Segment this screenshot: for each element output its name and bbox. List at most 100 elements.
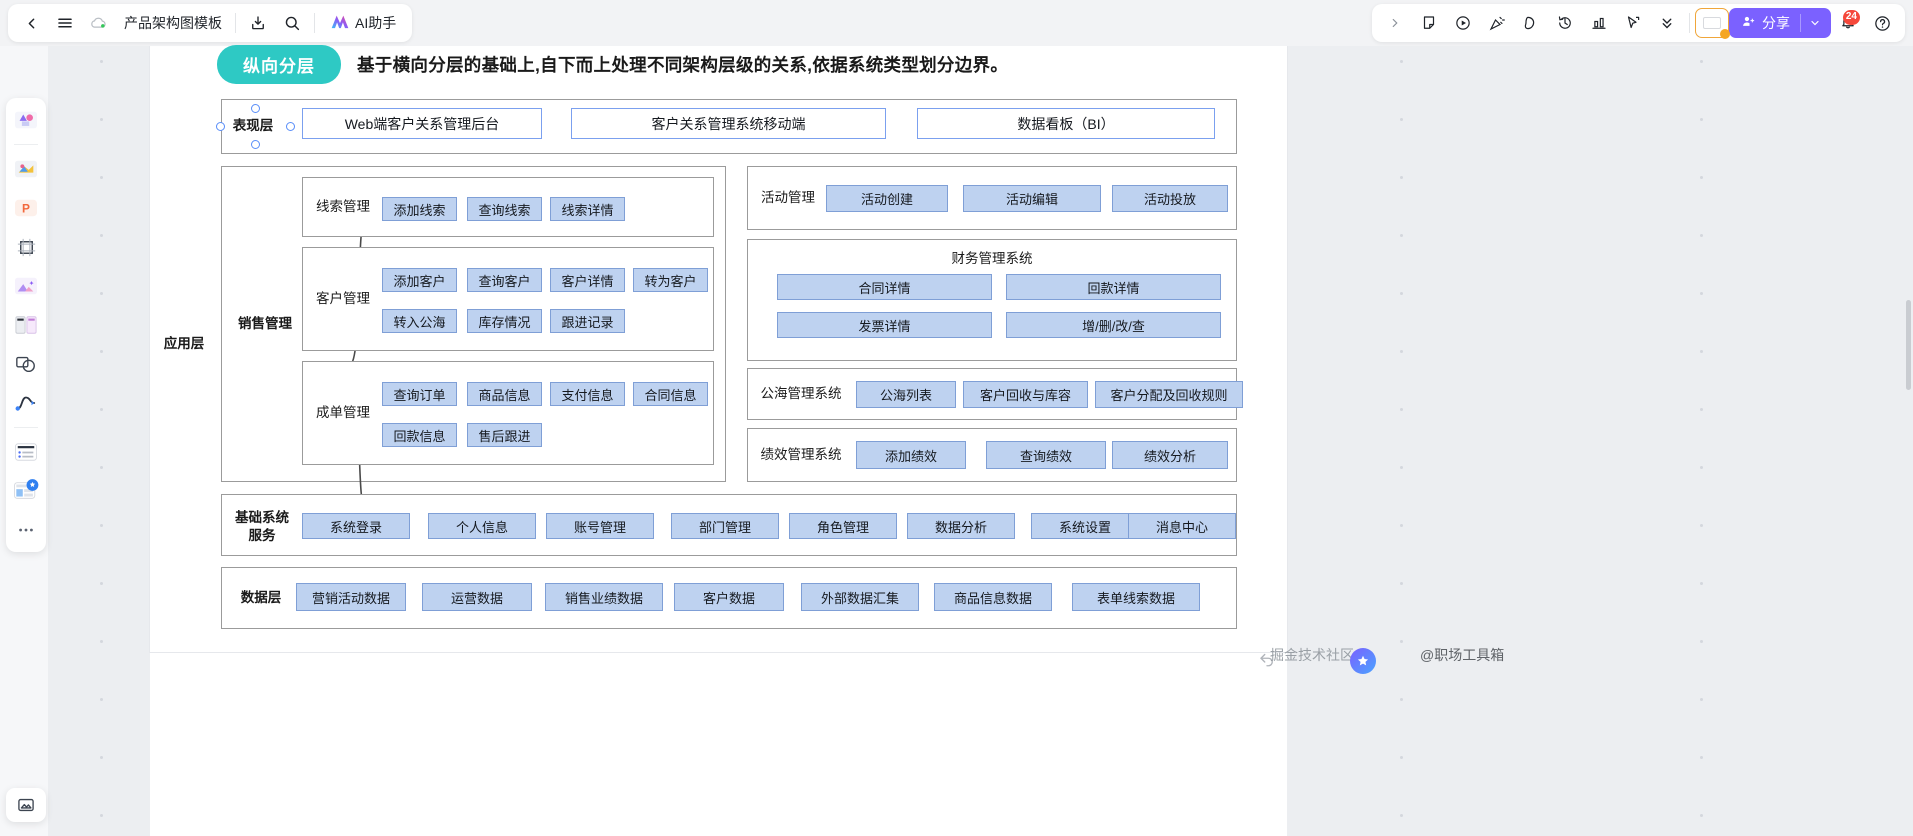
cursor-select-icon[interactable] <box>1616 6 1650 40</box>
undo-icon[interactable] <box>1258 650 1276 673</box>
curve-pen-icon[interactable] <box>11 388 41 418</box>
performance-chip-0[interactable]: 添加绩效 <box>856 441 966 469</box>
back-icon[interactable] <box>14 6 48 40</box>
avatar[interactable] <box>1695 6 1730 40</box>
customer-chip-2[interactable]: 客户详情 <box>550 268 625 292</box>
finance-chip-0[interactable]: 合同详情 <box>777 274 992 300</box>
chevron-down-icon[interactable] <box>1800 14 1821 32</box>
order-chip-2[interactable]: 支付信息 <box>550 382 625 406</box>
customer-chip-6[interactable]: 跟进记录 <box>550 309 625 333</box>
public-sea-chip-2[interactable]: 客户分配及回收规则 <box>1095 381 1243 408</box>
canvas-dot <box>100 60 103 63</box>
order-chip-5[interactable]: 售后跟进 <box>467 423 542 447</box>
data-layer-chip-2[interactable]: 销售业绩数据 <box>545 583 663 611</box>
list-icon[interactable] <box>11 437 41 467</box>
base-service-chip-4[interactable]: 角色管理 <box>789 513 897 539</box>
shapes-library-icon[interactable] <box>11 105 41 135</box>
download-icon[interactable] <box>241 6 275 40</box>
customer-chip-1[interactable]: 查询客户 <box>467 268 542 292</box>
activity-chip-1[interactable]: 活动编辑 <box>963 185 1101 212</box>
expand-chevron-icon[interactable] <box>1378 6 1412 40</box>
application-layer-label: 应用层 <box>163 335 205 351</box>
more-options-icon[interactable] <box>11 515 41 545</box>
data-layer-chip-0[interactable]: 营销活动数据 <box>296 583 406 611</box>
finance-chip-1[interactable]: 回款详情 <box>1006 274 1221 300</box>
base-service-chip-3[interactable]: 部门管理 <box>671 513 779 539</box>
layout-icon[interactable] <box>11 310 41 340</box>
public-sea-chip-1[interactable]: 客户回收与库容 <box>963 381 1088 408</box>
finance-chip-2[interactable]: 发票详情 <box>777 312 992 338</box>
menu-icon[interactable] <box>48 6 82 40</box>
public-sea-chip-0[interactable]: 公海列表 <box>856 381 956 408</box>
shape-combine-icon[interactable] <box>11 349 41 379</box>
canvas-gray-area-left <box>48 46 150 836</box>
canvas-dot <box>100 118 103 121</box>
toolbar-right-group: 分享 24 <box>1372 4 1905 42</box>
canvas-dot <box>100 698 103 701</box>
base-service-chip-7[interactable]: 消息中心 <box>1128 513 1236 539</box>
chart-icon[interactable] <box>1582 6 1616 40</box>
comment-icon[interactable] <box>1514 6 1548 40</box>
presentation-anchor-left <box>216 122 225 131</box>
performance-chip-1[interactable]: 查询绩效 <box>986 441 1106 469</box>
frame-icon[interactable] <box>11 232 41 262</box>
canvas-dot <box>100 350 103 353</box>
activity-chip-2[interactable]: 活动投放 <box>1112 185 1228 212</box>
ai-assistant-label: AI助手 <box>355 15 397 31</box>
search-icon[interactable] <box>275 6 309 40</box>
order-chip-4[interactable]: 回款信息 <box>382 423 457 447</box>
base-service-chip-5[interactable]: 数据分析 <box>907 513 1015 539</box>
data-layer-chip-1[interactable]: 运营数据 <box>422 583 532 611</box>
customer-chip-3[interactable]: 转为客户 <box>633 268 708 292</box>
order-chip-0[interactable]: 查询订单 <box>382 382 457 406</box>
svg-text:P: P <box>22 202 30 216</box>
finance-system-title: 财务管理系统 <box>951 251 1033 266</box>
order-management-box[interactable] <box>302 361 714 465</box>
order-chip-3[interactable]: 合同信息 <box>633 382 708 406</box>
base-service-chip-0[interactable]: 系统登录 <box>302 513 410 539</box>
base-service-chip-6[interactable]: 系统设置 <box>1031 513 1139 539</box>
document-title[interactable]: 产品架构图模板 <box>124 15 222 31</box>
order-chip-1[interactable]: 商品信息 <box>467 382 542 406</box>
ppt-export-icon[interactable]: P <box>11 193 41 223</box>
notifications-button[interactable]: 24 <box>1831 6 1865 40</box>
activity-chip-0[interactable]: 活动创建 <box>826 185 948 212</box>
presentation-item-1[interactable]: 客户关系管理系统移动端 <box>571 108 886 139</box>
canvas-dot <box>100 234 103 237</box>
play-circle-icon[interactable] <box>1446 6 1480 40</box>
templates-icon[interactable] <box>11 154 41 184</box>
canvas-dot <box>100 524 103 527</box>
image-icon[interactable] <box>11 271 41 301</box>
data-layer-chip-6[interactable]: 表单线索数据 <box>1072 583 1200 611</box>
double-chevron-down-icon[interactable] <box>1650 6 1684 40</box>
export-image-button[interactable] <box>6 788 46 822</box>
base-service-chip-1[interactable]: 个人信息 <box>428 513 536 539</box>
confetti-icon[interactable] <box>1480 6 1514 40</box>
lead-chip-2[interactable]: 线索详情 <box>550 197 625 221</box>
vertical-scrollbar[interactable] <box>1906 300 1911 390</box>
finance-system-box[interactable] <box>747 239 1237 361</box>
help-icon[interactable] <box>1865 6 1899 40</box>
data-layer-chip-5[interactable]: 商品信息数据 <box>934 583 1052 611</box>
ai-widget-icon[interactable] <box>11 476 41 506</box>
history-icon[interactable] <box>1548 6 1582 40</box>
customer-chip-4[interactable]: 转入公海 <box>382 309 457 333</box>
base-service-chip-2[interactable]: 账号管理 <box>546 513 654 539</box>
share-button[interactable]: 分享 <box>1729 8 1831 38</box>
performance-chip-2[interactable]: 绩效分析 <box>1112 441 1228 469</box>
sticky-note-icon[interactable] <box>1412 6 1446 40</box>
finance-chip-3[interactable]: 增/删/改/查 <box>1006 312 1221 338</box>
cloud-saved-icon <box>82 6 116 40</box>
customer-chip-0[interactable]: 添加客户 <box>382 268 457 292</box>
presentation-item-2[interactable]: 数据看板（BI） <box>917 108 1215 139</box>
customer-chip-5[interactable]: 库存情况 <box>467 309 542 333</box>
data-layer-chip-4[interactable]: 外部数据汇集 <box>801 583 919 611</box>
lead-chip-1[interactable]: 查询线索 <box>467 197 542 221</box>
presentation-item-0[interactable]: Web端客户关系管理后台 <box>302 108 542 139</box>
canvas-dot <box>1700 524 1703 527</box>
data-layer-chip-3[interactable]: 客户数据 <box>674 583 784 611</box>
order-management-label: 成单管理 <box>316 404 370 420</box>
ai-assistant-button[interactable]: AI助手 <box>320 8 406 38</box>
lead-chip-0[interactable]: 添加线索 <box>382 197 457 221</box>
customer-management-box[interactable] <box>302 247 714 351</box>
